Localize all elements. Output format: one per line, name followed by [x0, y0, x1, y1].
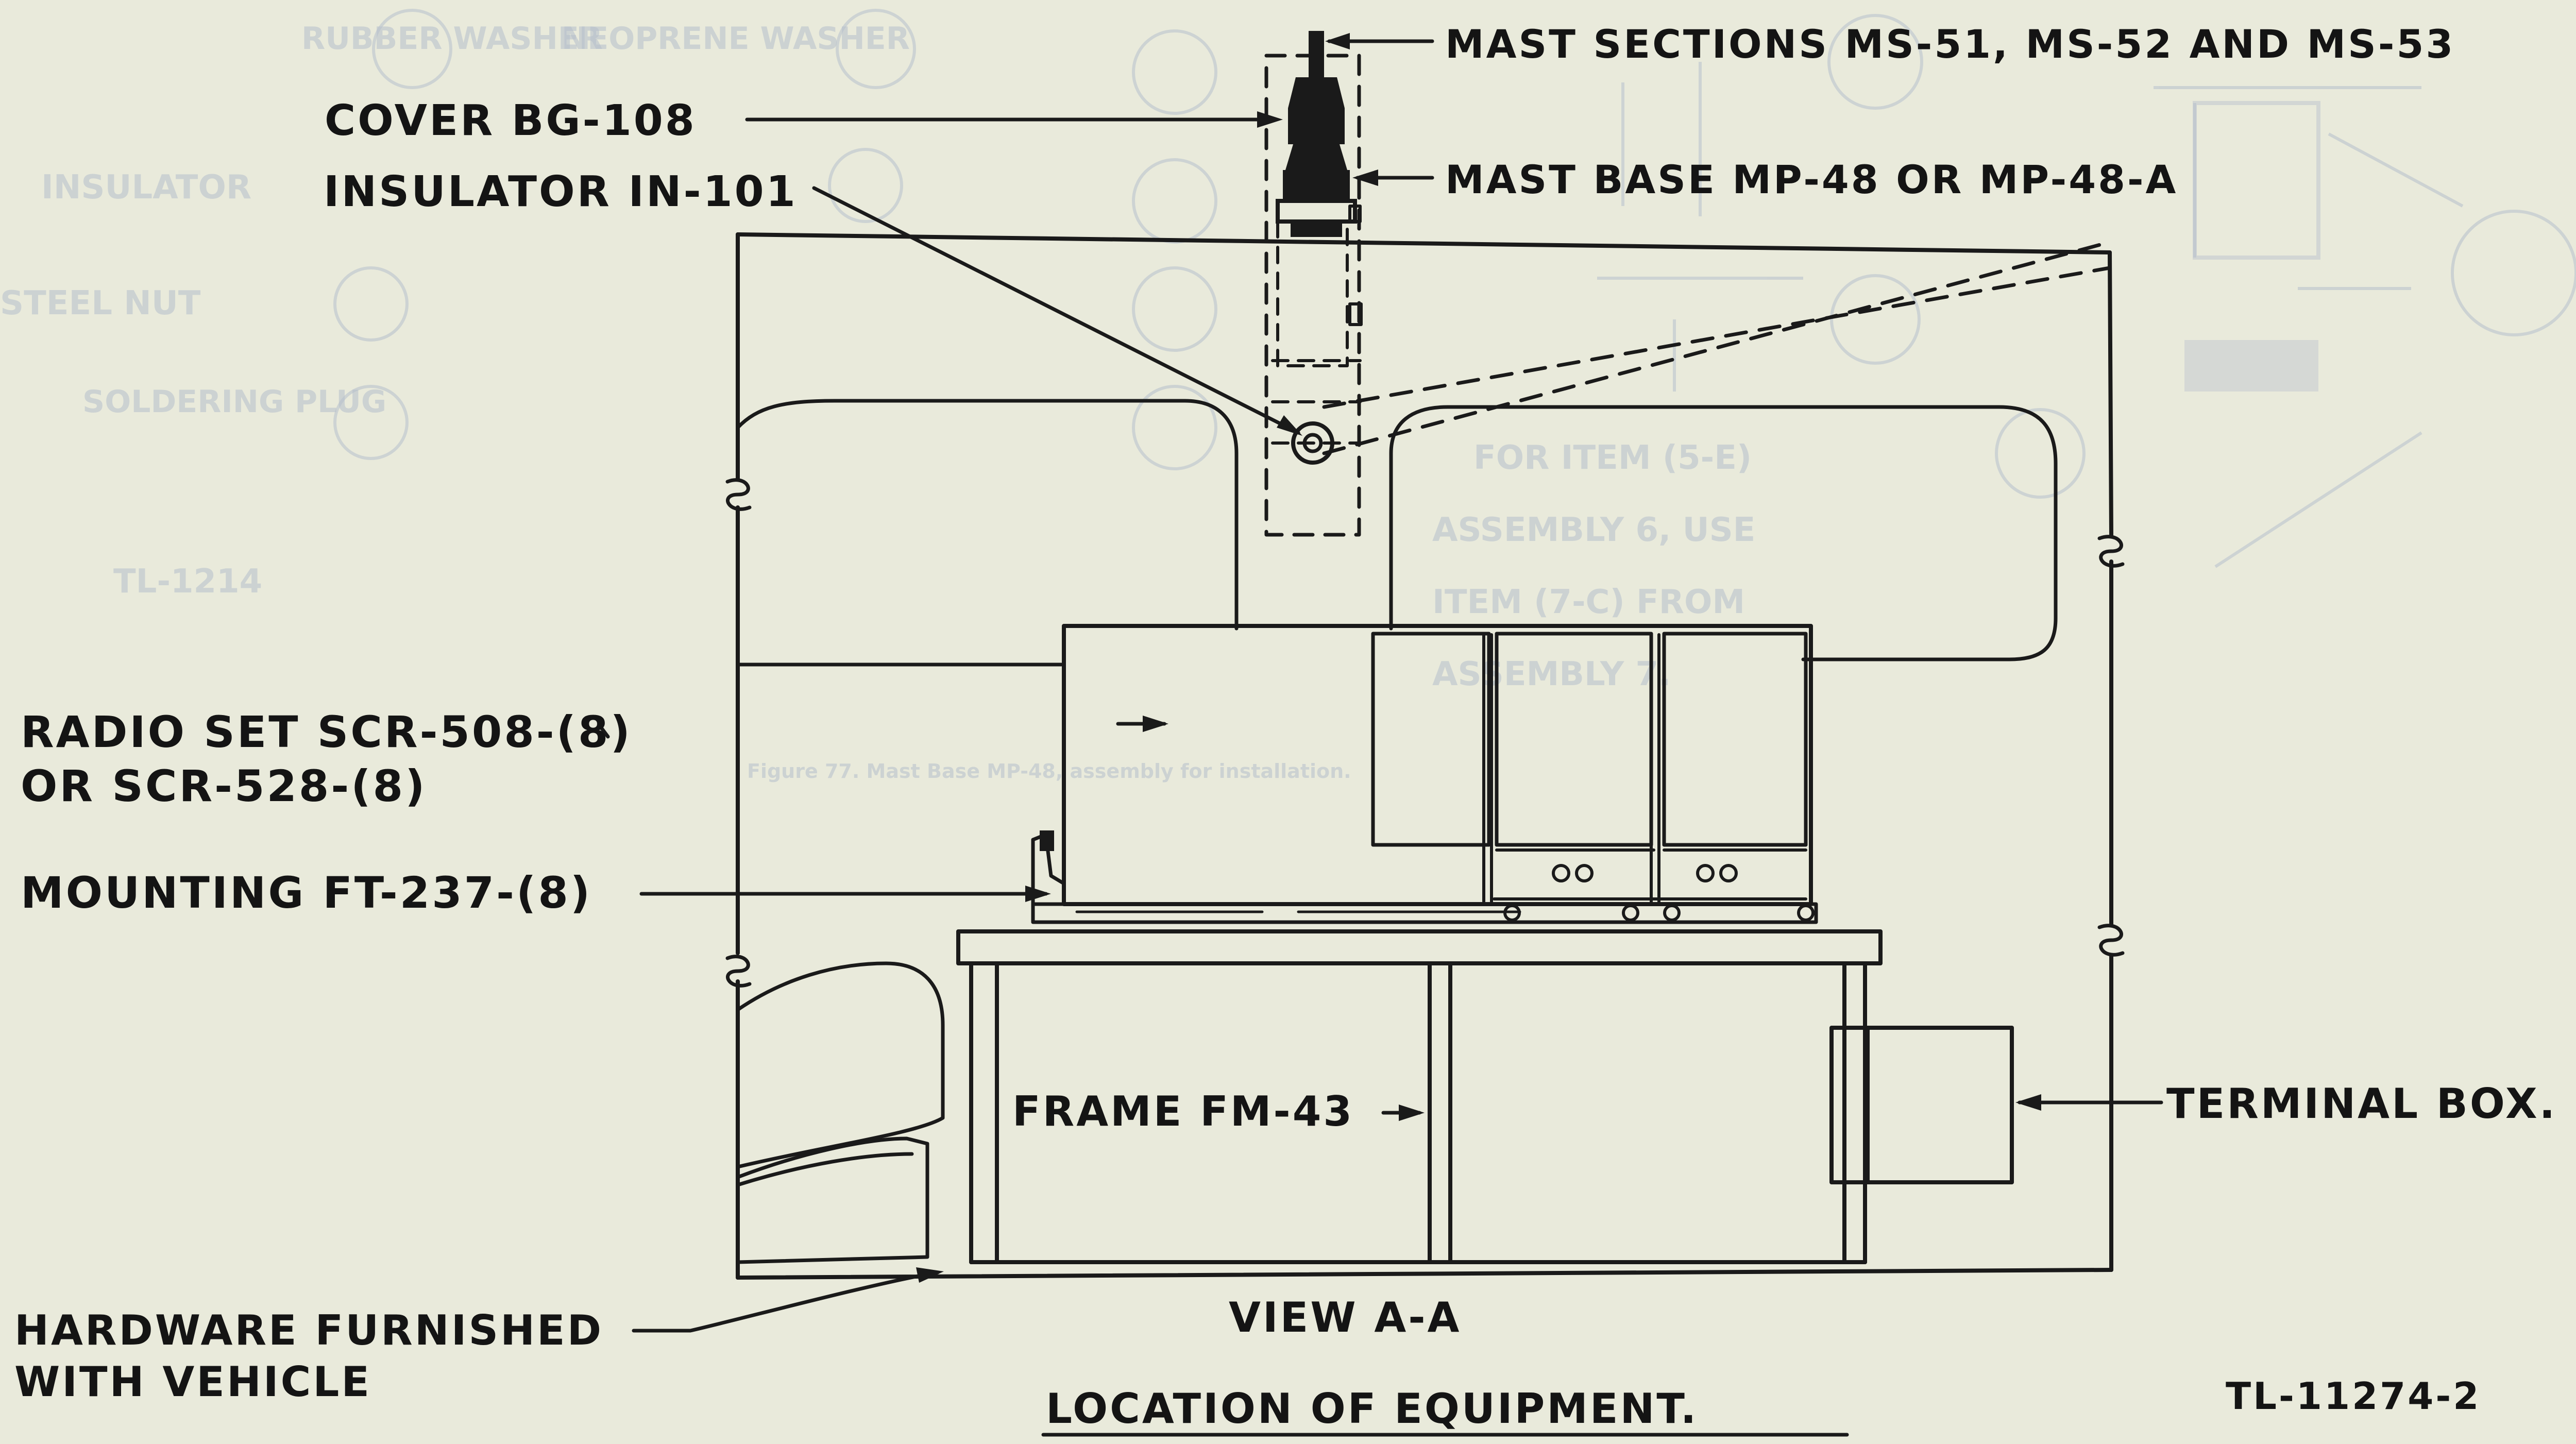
ghost-figure-caption: Figure 77. Mast Base MP-48, assembly for… — [747, 760, 1351, 783]
ghost-insulator: INSULATOR — [41, 168, 251, 207]
mast-assembly — [1264, 31, 1363, 537]
label-hardware-line2: WITH VEHICLE — [14, 1358, 371, 1406]
label-cover: COVER BG-108 — [325, 96, 697, 145]
ghost-note-line1: FOR ITEM (5-E) — [1473, 439, 1752, 477]
ghost-tl-code: TL-1214 — [113, 563, 262, 601]
label-mast-sections: MAST SECTIONS MS-51, MS-52 AND MS-53 — [1445, 21, 2455, 67]
label-mounting: MOUNTING FT-237-(8) — [21, 868, 592, 918]
label-terminal-box: TERMINAL BOX. — [2166, 1080, 2557, 1128]
ghost-note-line4: ASSEMBLY 7. — [1432, 655, 1671, 693]
antenna-cable-dashed — [1322, 240, 2112, 455]
label-radio-set-line1: RADIO SET SCR-508-(8) — [21, 707, 632, 757]
vehicle-body — [725, 232, 2125, 1280]
frame-fm-43 — [956, 929, 1883, 1264]
diagram-caption: LOCATION OF EQUIPMENT. — [1046, 1385, 1698, 1433]
label-view: VIEW A-A — [1229, 1294, 1461, 1341]
interior-panels — [736, 399, 2058, 1264]
ghost-note-line2: ASSEMBLY 6, USE — [1432, 511, 1755, 549]
mounting-ft-237 — [1031, 830, 1818, 924]
callouts: MAST SECTIONS MS-51, MS-52 AND MS-53 COV… — [14, 21, 2557, 1437]
label-radio-set-line2: OR SCR-528-(8) — [21, 761, 427, 811]
ghost-neoprene-washer: NEOPRENE WASHER — [562, 21, 910, 57]
label-frame: FRAME FM-43 — [1012, 1088, 1354, 1135]
bleed-through-layer: RUBBER WASHER NEOPRENE WASHER INSULATOR … — [0, 9, 2576, 783]
ghost-steel-nut: STEEL NUT — [0, 284, 201, 322]
figure-code: TL-11274-2 — [2226, 1374, 2481, 1418]
label-mast-base: MAST BASE MP-48 OR MP-48-A — [1445, 157, 2178, 202]
leader-lines — [598, 33, 2163, 1333]
ghost-note-line3: ITEM (7-C) FROM — [1432, 583, 1745, 621]
terminal-box — [1829, 1026, 2014, 1184]
label-insulator: INSULATOR IN-101 — [324, 167, 798, 216]
label-hardware-line1: HARDWARE FURNISHED — [14, 1306, 603, 1354]
